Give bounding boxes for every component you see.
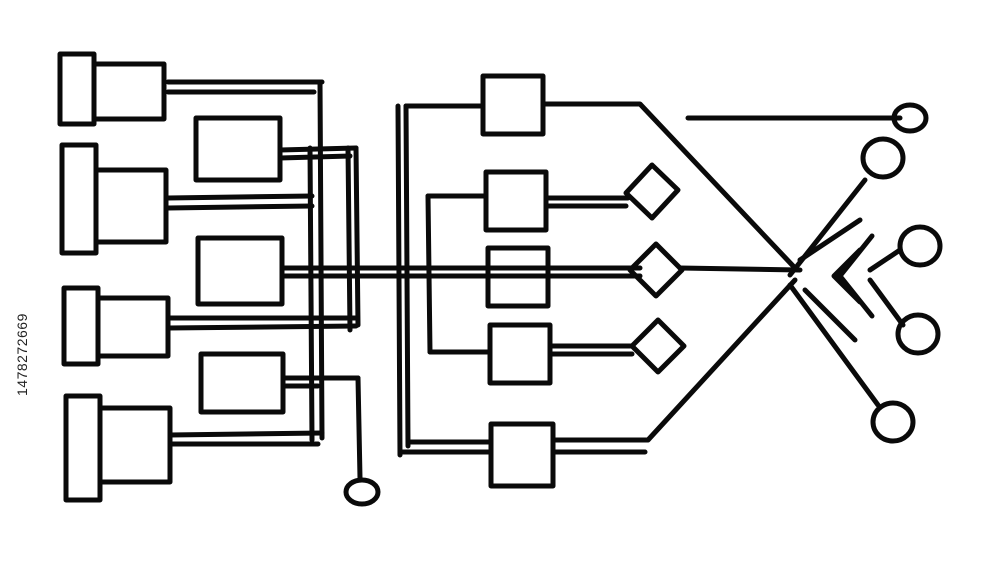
terminal-circle-4 <box>895 312 941 356</box>
box-right-5 <box>488 421 556 489</box>
wire-to-bottom-terminal <box>355 375 363 481</box>
connector-block-1 <box>57 51 167 127</box>
components <box>57 51 943 507</box>
wire-block2 <box>165 193 315 201</box>
wire-block4 <box>167 430 325 438</box>
box-left-3 <box>198 351 286 415</box>
wire-chevron-to-circle <box>867 247 903 273</box>
wire-box1-out <box>277 145 359 153</box>
wire-bus-left-3 <box>345 145 353 333</box>
connector-block-3 <box>61 285 171 367</box>
terminal-circle-6 <box>343 477 381 507</box>
connector-block-2-body <box>93 167 169 245</box>
wire-x-lower-branch <box>802 287 858 343</box>
wire-block3-b <box>165 323 359 331</box>
box-right-4 <box>487 322 553 386</box>
wire-bus-right-2 <box>403 103 411 449</box>
diamond-node-3 <box>629 317 687 375</box>
chevron-inner <box>831 247 863 305</box>
wire-x-down <box>787 282 881 408</box>
image-id-text: 1478272669 <box>14 313 30 397</box>
wire-inner-right-bus <box>425 193 433 355</box>
wire-bus-left-1 <box>307 145 315 443</box>
wires <box>165 79 906 481</box>
box-right-2 <box>483 169 549 233</box>
wire-bus-right-1 <box>395 103 403 458</box>
connector-block-4 <box>63 393 173 503</box>
connector-block-1-body <box>91 61 167 122</box>
wire-box1-out-2 <box>277 153 353 161</box>
diamond-node-1 <box>623 162 681 221</box>
wire-x-upper-branch <box>797 217 863 263</box>
connector-block-2 <box>59 142 169 256</box>
box-right-1 <box>480 73 546 137</box>
box-right-3 <box>485 245 551 309</box>
terminal-circle-5 <box>870 400 916 444</box>
diamond-node-2 <box>627 241 685 299</box>
wire-bottom-diagonal <box>551 277 798 443</box>
terminal-circle-1 <box>891 102 929 134</box>
terminal-circle-2 <box>860 136 906 180</box>
wire-top-diagonal <box>540 101 798 271</box>
terminal-circle-3 <box>897 224 943 268</box>
connector-block-4-body <box>97 405 173 485</box>
wire-chevron-to-circle-b <box>867 277 906 328</box>
connector-block-3-body <box>95 295 171 359</box>
wire-bus-left-4 <box>353 145 361 328</box>
box-left-1 <box>193 115 283 183</box>
box-left-2 <box>195 235 285 307</box>
wire-block2-b <box>165 203 315 211</box>
wire-center-to-x <box>677 265 803 273</box>
wire-bus-left-2 <box>317 79 325 441</box>
